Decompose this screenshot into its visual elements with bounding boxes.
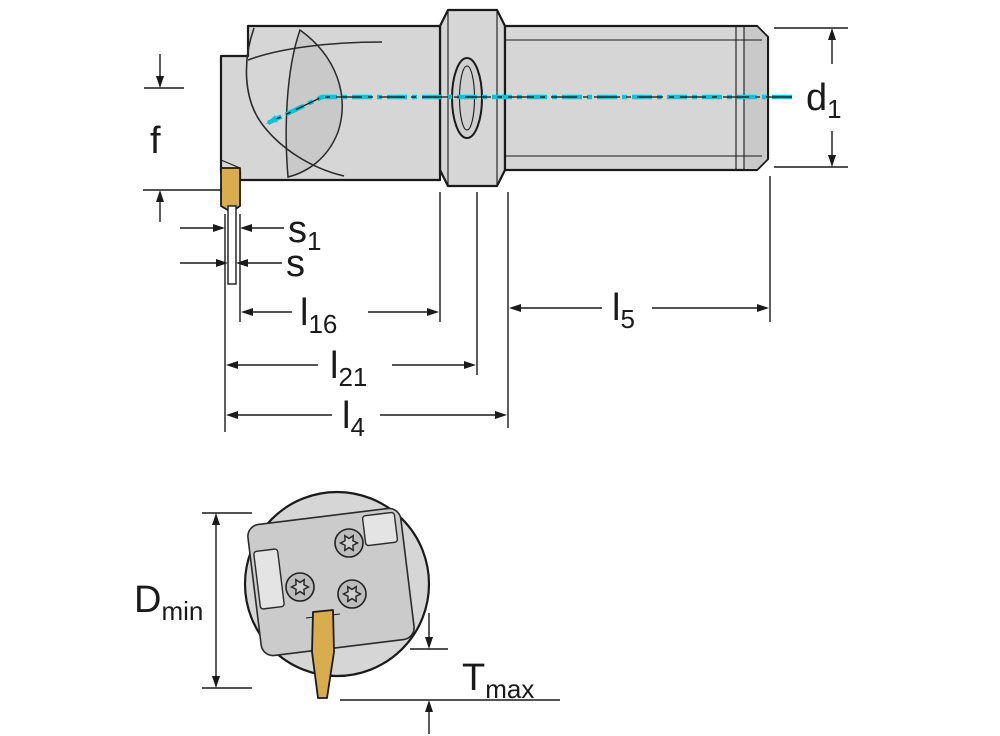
dim-l5: l5	[509, 287, 769, 334]
arrowhead	[241, 308, 253, 316]
arrowhead	[212, 513, 220, 525]
dim-s: s	[180, 243, 305, 285]
label-f: f	[150, 120, 161, 162]
label-d1: d1	[806, 77, 842, 124]
dim-l16: l16	[241, 292, 439, 339]
arrowhead	[156, 76, 164, 88]
dim-l4: l4	[226, 395, 507, 442]
label-tmax: Tmax	[462, 657, 534, 704]
dim-tmax: Tmax	[340, 613, 560, 734]
arrowhead	[495, 411, 507, 419]
arrowhead	[425, 637, 433, 649]
cutting-insert-end	[311, 609, 335, 699]
coolant-centerline	[266, 94, 792, 126]
insert-seat	[253, 548, 285, 610]
arrowhead	[216, 259, 228, 267]
label-s1: s1	[288, 209, 321, 256]
dim-d1: d1	[774, 27, 848, 168]
arrowhead	[828, 155, 836, 167]
label-dmin: Dmin	[134, 579, 203, 626]
torx-screw	[285, 572, 315, 602]
label-l5: l5	[612, 287, 635, 334]
insert-seat	[361, 511, 399, 547]
arrowhead	[427, 308, 439, 316]
torx-screw	[337, 579, 367, 609]
arrowhead	[425, 700, 433, 712]
arrowhead	[226, 361, 238, 369]
arrowhead	[757, 304, 769, 312]
torx-screw	[334, 528, 364, 558]
label-s: s	[286, 243, 305, 285]
dim-f: f	[143, 54, 222, 222]
arrowhead	[236, 259, 248, 267]
arrowhead	[828, 28, 836, 40]
arrowhead	[240, 224, 252, 232]
arrowhead	[226, 411, 238, 419]
arrowhead	[509, 304, 521, 312]
dim-l21: l21	[226, 345, 476, 392]
coolant-arrowhead	[266, 115, 278, 124]
insert-clamp-line	[220, 159, 241, 169]
blade-side	[227, 205, 237, 285]
center-axis	[267, 96, 792, 124]
arrowhead	[212, 676, 220, 688]
label-l21: l21	[330, 345, 367, 392]
dim-s1: s1	[180, 209, 321, 256]
flute-curve	[245, 27, 345, 177]
flute-curve	[247, 41, 383, 61]
side-view: f d1 s1	[143, 8, 848, 442]
end-view: Dmin Tmax	[134, 490, 560, 734]
label-l16: l16	[300, 292, 337, 339]
label-l4: l4	[342, 395, 365, 442]
dim-dmin: Dmin	[134, 512, 252, 689]
tool-head	[219, 24, 442, 182]
arrowhead	[156, 190, 164, 202]
arrowhead	[213, 224, 225, 232]
arrowhead	[464, 361, 476, 369]
